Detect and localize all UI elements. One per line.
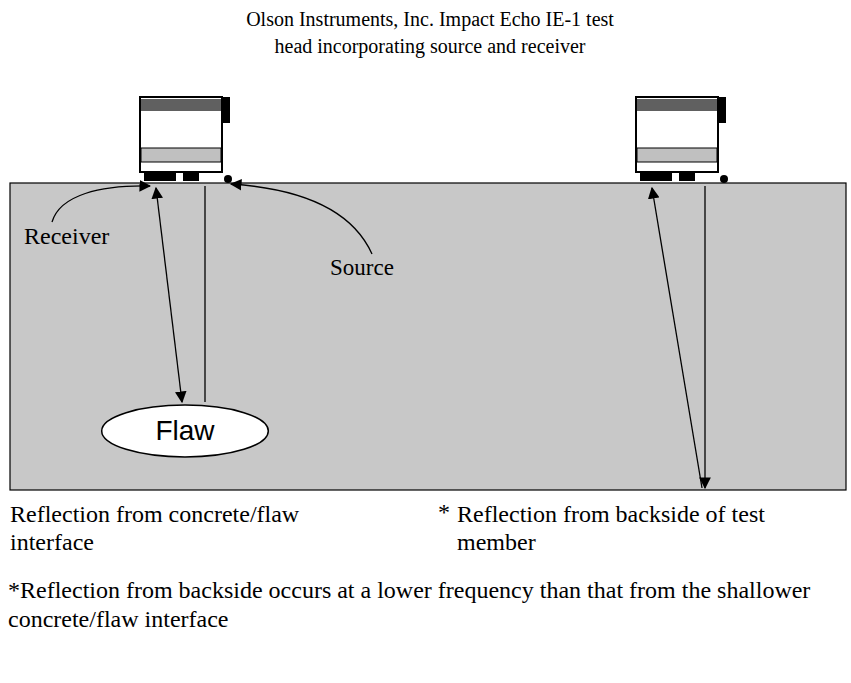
wave-path [156, 188, 182, 402]
caption-note: Reflection from concrete/flaw interface [10, 500, 380, 556]
leader-line [52, 186, 150, 222]
part-label: Source [330, 254, 394, 282]
wave-path [652, 188, 702, 488]
concrete-member [10, 183, 846, 490]
caption-note: Reflection from backside of test member [457, 500, 802, 556]
wave-path [204, 186, 205, 402]
footnote-mark: * [438, 498, 450, 526]
node-text: Flaw [155, 415, 214, 447]
test-head [636, 97, 728, 183]
test-head [140, 97, 232, 183]
leader-line [231, 184, 372, 254]
part-label: Receiver [24, 222, 109, 250]
flaw-ellipse: Flaw [100, 404, 270, 458]
title: Olson Instruments, Inc. Impact Echo IE-1… [240, 6, 620, 60]
wave-path [704, 186, 705, 488]
footnote: *Reflection from backside occurs at a lo… [8, 576, 844, 634]
